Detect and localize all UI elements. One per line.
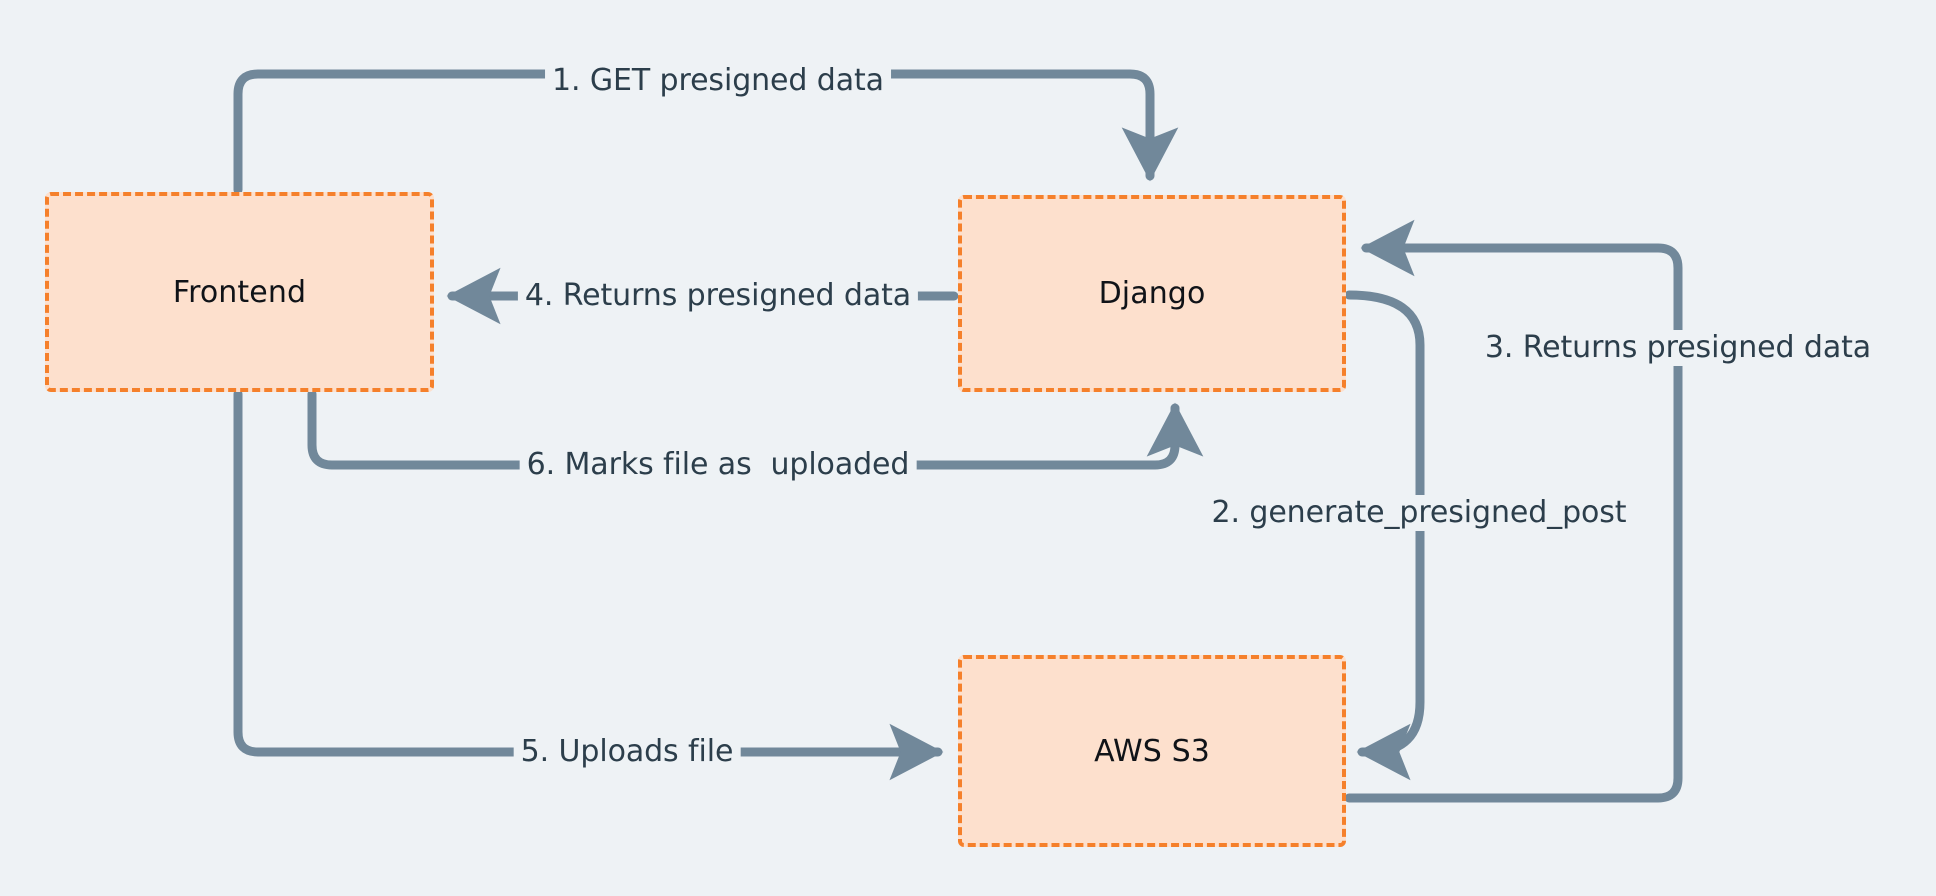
edge-label-2: 2. generate_presigned_post [1204,495,1634,531]
edge-label-1: 1. GET presigned data [545,63,891,99]
node-django[interactable]: Django [958,195,1346,392]
edge-5-path [233,389,944,781]
node-frontend-label: Frontend [172,274,307,310]
node-frontend[interactable]: Frontend [45,192,434,392]
node-aws-s3[interactable]: AWS S3 [958,655,1346,847]
edge-label-5: 5. Uploads file [513,734,741,770]
node-aws-s3-label: AWS S3 [1094,733,1210,769]
edge-3-path [1344,219,1683,803]
edge-label-3: 3. Returns presigned data [1477,330,1879,366]
edge-label-6: 6. Marks file as uploaded [519,447,917,483]
edge-label-4: 4. Returns presigned data [517,278,919,314]
node-django-label: Django [1098,276,1206,311]
